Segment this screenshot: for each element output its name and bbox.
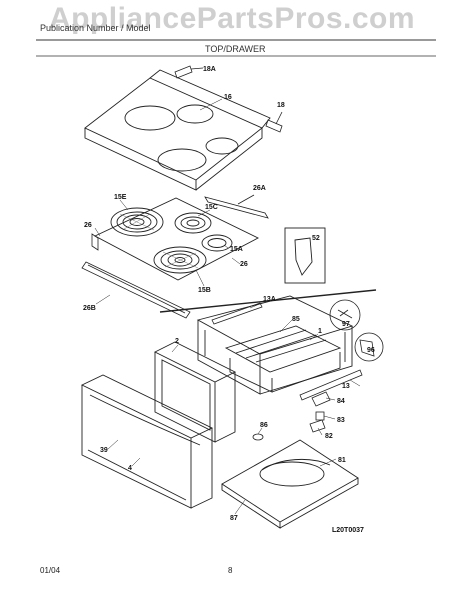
- callout-82: 82: [325, 433, 333, 440]
- callout-84: 84: [337, 398, 345, 405]
- callout-1: 1: [318, 328, 322, 335]
- callout-15a: 15A: [230, 246, 243, 253]
- trim-strip-26b: [81, 261, 191, 319]
- cooktop-glass: [84, 69, 271, 191]
- callout-26-right: 26: [240, 261, 248, 268]
- callout-labels: 18A 16 18 26A 15E 15C 26 15A 26 15B 26B …: [83, 66, 375, 534]
- callout-2: 2: [175, 338, 179, 345]
- watermark: AppliancePartsPros.com: [48, 2, 416, 35]
- drawer-bottom-panel: [221, 439, 359, 529]
- drawer-front: [80, 374, 214, 509]
- callout-87: 87: [230, 515, 238, 522]
- callout-26a: 26A: [253, 185, 266, 192]
- drawer-back-panel: [153, 341, 237, 443]
- drawer-slide-13: [299, 369, 363, 401]
- bracket-18a: [174, 65, 204, 79]
- callout-13: 13: [342, 383, 350, 390]
- drawer-slide-13a: [211, 302, 263, 325]
- part-52-box: [284, 227, 326, 284]
- callout-4: 4: [128, 465, 132, 472]
- callout-15e: 15E: [114, 194, 127, 201]
- callout-96: 96: [367, 347, 375, 354]
- callout-26b: 26B: [83, 305, 96, 312]
- callout-15b: 15B: [198, 287, 211, 294]
- header-publication: Publication Number / Model: [40, 23, 151, 33]
- footer-page-number: 8: [228, 566, 233, 575]
- callout-18: 18: [277, 102, 285, 109]
- callout-26: 26: [84, 222, 92, 229]
- callout-15c: 15C: [205, 204, 218, 211]
- callout-39: 39: [100, 447, 108, 454]
- callout-81: 81: [338, 457, 346, 464]
- part-97-detail: [329, 299, 361, 331]
- callout-13a: 13A: [263, 296, 276, 303]
- callout-97: 97: [342, 321, 350, 328]
- callout-52: 52: [312, 235, 320, 242]
- trim-strip-26a: [204, 194, 269, 219]
- part-96-detail: [354, 332, 384, 362]
- elements-tray: [93, 197, 259, 281]
- bracket-18: [265, 111, 283, 133]
- callout-16: 16: [224, 94, 232, 101]
- callout-18a: 18A: [203, 66, 216, 73]
- diagram-code: L20T0037: [332, 527, 364, 534]
- section-title: TOP/DRAWER: [205, 44, 266, 54]
- callout-83: 83: [337, 417, 345, 424]
- callout-86: 86: [260, 422, 268, 429]
- footer-date: 01/04: [40, 566, 61, 575]
- callout-85: 85: [292, 316, 300, 323]
- rail-26-left: [91, 233, 99, 251]
- small-hardware: [252, 391, 331, 441]
